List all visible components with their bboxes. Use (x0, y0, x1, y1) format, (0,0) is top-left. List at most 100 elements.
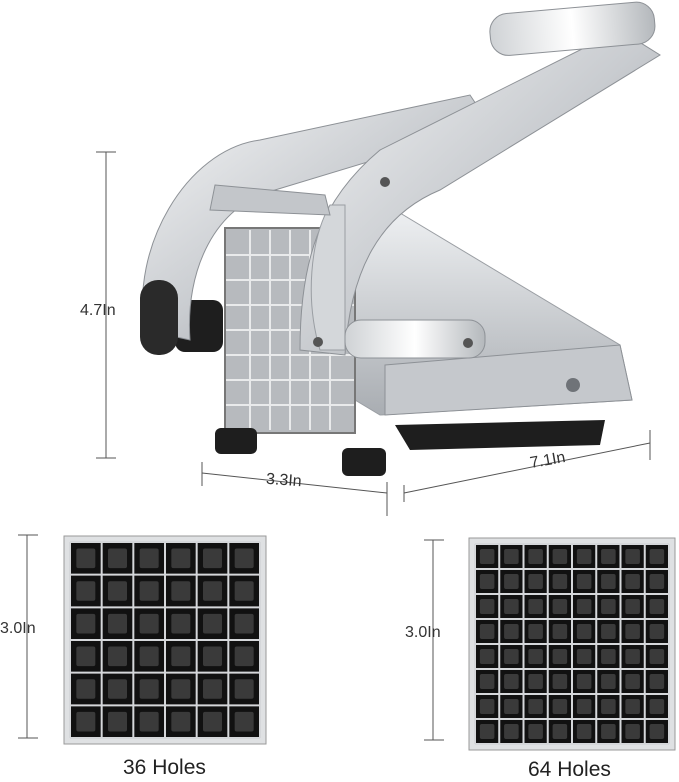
blade-hole (552, 624, 568, 639)
blade-hole (171, 548, 191, 569)
blade-hole (171, 646, 191, 667)
blade-hole (479, 724, 495, 739)
depth-label: 3.3In (265, 470, 303, 491)
blade-hole (504, 599, 519, 614)
blade-hole (625, 724, 640, 739)
blade-hole (528, 599, 543, 614)
blade-hole (576, 724, 592, 739)
blade-hole (108, 679, 127, 699)
blade-hole (649, 549, 665, 564)
blade-hole (601, 649, 616, 664)
blade-hole (234, 679, 254, 699)
blade1-size-label: 3.0In (0, 620, 36, 637)
blade-hole (203, 581, 222, 601)
blade-hole (601, 549, 616, 564)
blade-hole (576, 599, 592, 614)
blade-hole (504, 549, 519, 564)
blade-hole (76, 548, 96, 569)
blade-hole (625, 624, 640, 639)
blade-hole (649, 674, 665, 689)
blade-hole (203, 711, 222, 732)
blade-hole (649, 624, 665, 639)
blade-hole (171, 711, 191, 732)
blade-hole (576, 649, 592, 664)
blade-64-holes (468, 537, 676, 751)
blade-hole (139, 613, 159, 634)
blade2-size-label: 3.0In (405, 624, 441, 641)
blade-hole (234, 711, 254, 732)
blade-hole (625, 699, 640, 714)
blade-hole (625, 649, 640, 664)
blade-hole (504, 649, 519, 664)
depth-dimension-line (201, 472, 388, 494)
blade-hole (108, 548, 127, 569)
blade-hole (504, 574, 519, 589)
blade-hole (203, 679, 222, 699)
blade-hole (479, 599, 495, 614)
blade-hole (479, 649, 495, 664)
blade-hole (649, 724, 665, 739)
blade-hole (171, 679, 191, 699)
blade-hole (479, 624, 495, 639)
blade-hole (649, 599, 665, 614)
height-label: 4.7In (80, 302, 116, 319)
blade-hole (649, 649, 665, 664)
fry-cutter-body (175, 209, 633, 476)
blade-hole (552, 599, 568, 614)
blade-hole (479, 674, 495, 689)
blade1-caption: 36 Holes (123, 756, 206, 779)
blade-hole (203, 548, 222, 569)
blade-hole (504, 724, 519, 739)
blade-hole (528, 699, 543, 714)
blade-hole (625, 674, 640, 689)
blade-hole (504, 674, 519, 689)
blade-hole (139, 679, 159, 699)
blade-hole (139, 548, 159, 569)
blade-hole (203, 613, 222, 634)
blade-hole (528, 574, 543, 589)
blade-hole (108, 646, 127, 667)
blade-hole (552, 649, 568, 664)
blade-hole (139, 581, 159, 601)
blade-hole (576, 574, 592, 589)
lever-handle (140, 1, 661, 359)
blade-hole (625, 549, 640, 564)
blade-hole (479, 699, 495, 714)
blade-hole (504, 624, 519, 639)
blade-hole (601, 724, 616, 739)
blade-36-holes (63, 535, 267, 745)
blade-hole (171, 581, 191, 601)
blade-hole (552, 724, 568, 739)
blade-hole (108, 581, 127, 601)
blade-hole (528, 674, 543, 689)
blade-hole (234, 613, 254, 634)
blade-hole (649, 574, 665, 589)
blade-hole (108, 711, 127, 732)
blade-hole (108, 613, 127, 634)
blade-hole (601, 624, 616, 639)
blade-hole (528, 649, 543, 664)
blade-hole (601, 674, 616, 689)
blade-hole (76, 679, 96, 699)
blade-hole (234, 548, 254, 569)
blade-hole (576, 549, 592, 564)
blade-hole (528, 549, 543, 564)
blade-hole (552, 549, 568, 564)
blade-hole (479, 549, 495, 564)
blade-hole (76, 581, 96, 601)
width-dimension-line (403, 442, 651, 494)
blade-hole (625, 599, 640, 614)
blade-hole (576, 699, 592, 714)
blade-hole (649, 699, 665, 714)
blade-hole (76, 613, 96, 634)
blade-hole (601, 599, 616, 614)
blade-hole (576, 624, 592, 639)
blade-hole (76, 711, 96, 732)
blade-hole (552, 674, 568, 689)
blade-hole (528, 724, 543, 739)
blade-hole (552, 699, 568, 714)
blade-hole (552, 574, 568, 589)
blade2-caption: 64 Holes (528, 758, 611, 781)
blade-hole (139, 646, 159, 667)
